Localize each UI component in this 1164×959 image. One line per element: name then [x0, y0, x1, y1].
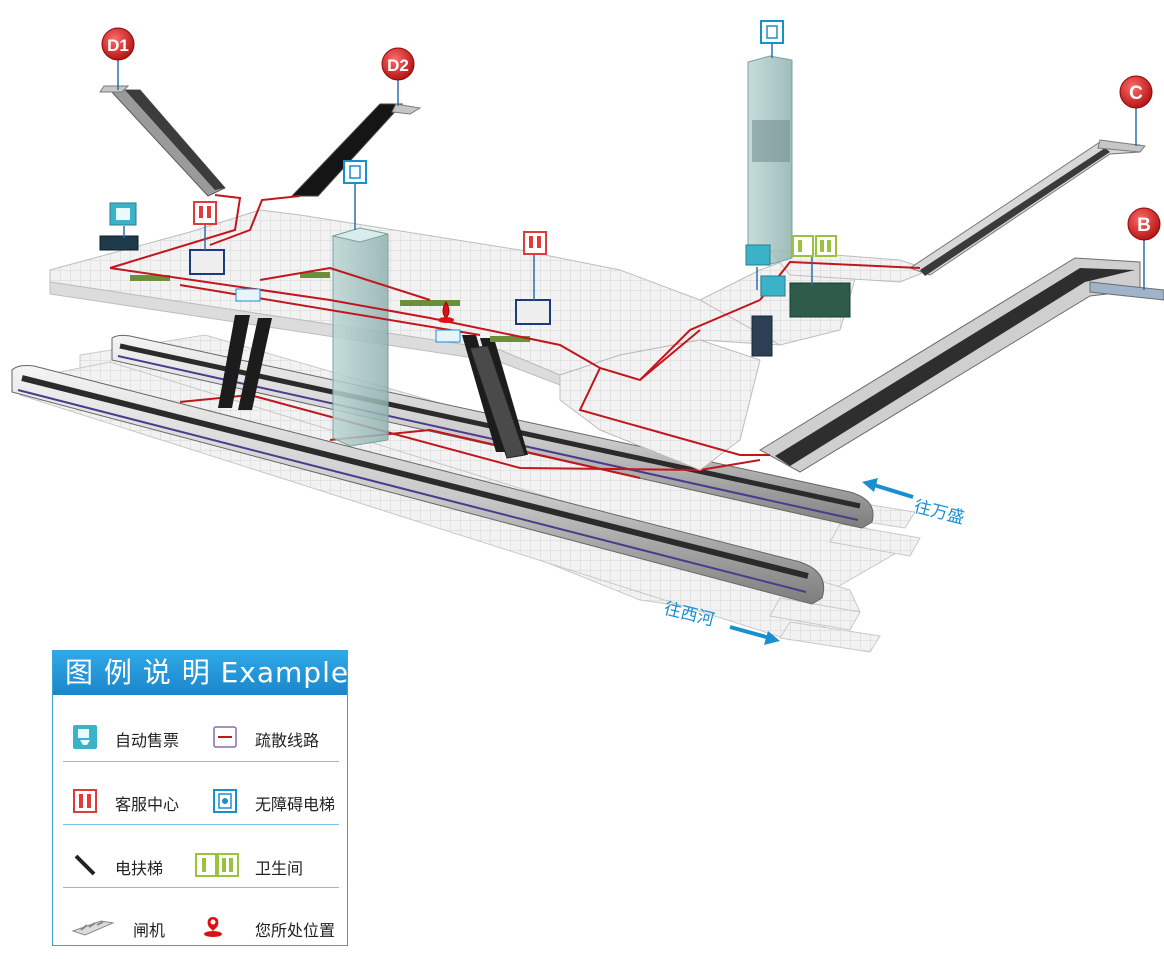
legend-row: 客服中心 无障碍电梯: [53, 781, 347, 821]
restroom-icon: [195, 853, 239, 877]
direction-arrow-xihe: [729, 625, 780, 645]
stairs-to-d1: [99, 85, 226, 197]
service-center-icon: [73, 789, 97, 813]
legend-panel: 图 例 说 明 Example 自动售票 疏散线路 客服中心 无障碍电梯: [52, 650, 348, 946]
legend-title: 图 例 说 明 Example: [53, 651, 348, 695]
legend-label-ticket: 自动售票: [115, 731, 180, 750]
entrance-d1-marker: D1: [101, 27, 135, 90]
central-elevator-shaft: [331, 227, 389, 447]
legend-label-gate: 闸机: [133, 921, 166, 940]
you-are-here-marker: [438, 301, 454, 323]
entrance-c-marker: C: [1119, 75, 1153, 146]
you-are-here-icon: [204, 917, 222, 937]
ticket-machine-icon: [73, 725, 97, 749]
escalator-icon: [74, 854, 96, 876]
legend-label-service: 客服中心: [115, 795, 180, 814]
legend-label-evacuation: 疏散线路: [255, 731, 320, 750]
escalator-to-b: [759, 257, 1164, 473]
ticket-machine-sign-2: [745, 244, 786, 297]
entrance-d1-label: D1: [107, 36, 129, 55]
elevator-sign-right: [760, 20, 784, 58]
right-elevator-shaft: [747, 55, 793, 265]
accessible-elevator-icon: [213, 789, 237, 813]
entrance-d2-label: D2: [387, 56, 409, 75]
fare-gate-icon: [71, 920, 115, 936]
legend-divider: [63, 887, 339, 888]
concourse-level: [49, 209, 932, 471]
service-center-sign: [193, 201, 217, 250]
stairs-to-d2: [290, 103, 422, 197]
map-sign-blue: [235, 288, 461, 343]
elevator-sign-central: [343, 160, 367, 230]
legend-label-location: 您所处位置: [255, 921, 336, 940]
legend-label-escalator: 电扶梯: [115, 859, 164, 878]
legend-row: 自动售票 疏散线路: [53, 717, 347, 757]
entrance-c-label: C: [1129, 83, 1143, 104]
entrance-b-label: B: [1137, 215, 1151, 236]
legend-row: 电扶梯 卫生间: [53, 845, 347, 885]
platform-escalators: [469, 345, 526, 459]
direction-arrow-wansheng: [862, 478, 914, 499]
legend-divider: [63, 761, 339, 762]
concourse-equipment: [99, 235, 851, 357]
legend-row: 闸机 您所处位置: [53, 907, 347, 947]
evacuation-route-icon: [213, 726, 237, 748]
service-center-sign-2: [523, 231, 547, 300]
entrance-d2-marker: D2: [381, 47, 415, 106]
legend-label-elevator: 无障碍电梯: [255, 795, 336, 814]
corridor-to-c: [908, 139, 1146, 276]
train-xihe-bound: [11, 365, 825, 605]
restroom-sign: [792, 235, 837, 285]
legend-label-restroom: 卫生间: [255, 859, 304, 878]
entrance-b-marker: B: [1127, 207, 1161, 290]
legend-divider: [63, 824, 339, 825]
ticket-machine-sign: [109, 202, 137, 238]
